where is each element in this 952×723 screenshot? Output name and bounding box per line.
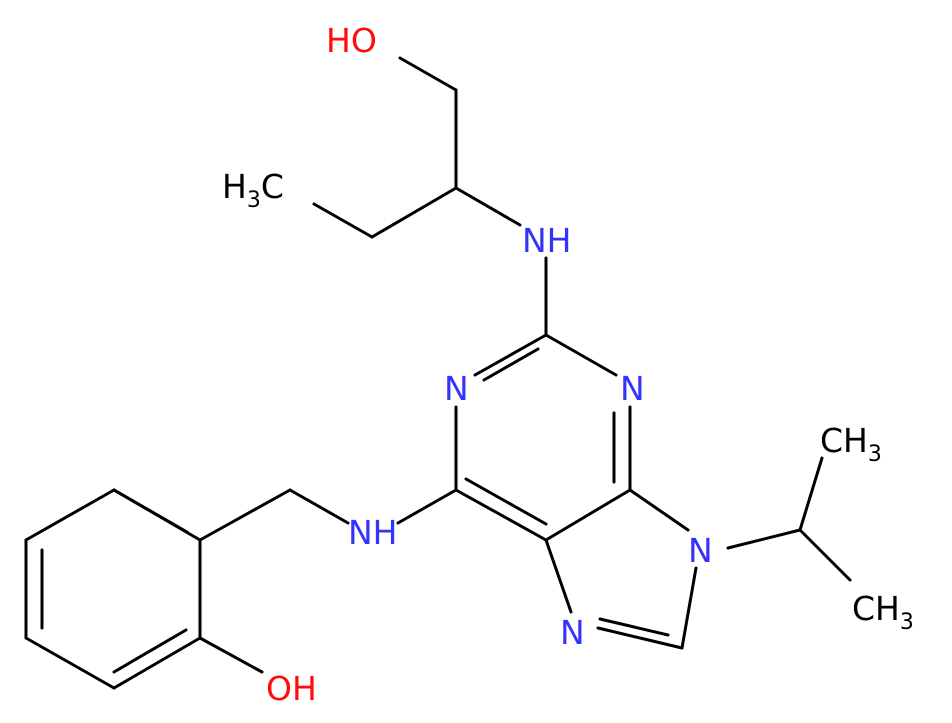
purine-n3-label: N <box>444 369 469 408</box>
amine-upper-label: NH <box>522 221 572 260</box>
bond-nh-ch2 <box>288 488 350 525</box>
hydroxyl-top-label: HO <box>326 21 377 60</box>
bond-ch-ch3-top <box>798 456 824 532</box>
isopropyl-ch3-bottom-label: CH3 <box>852 589 914 635</box>
bond-c2-n3-double <box>482 347 540 382</box>
bond-n9-ch <box>726 528 802 550</box>
bond-ch-ch2-ethyl <box>370 186 458 239</box>
bond-c8-n7 <box>596 626 684 650</box>
bond-ring-5 <box>112 636 202 690</box>
bond-ch2-ch3-ethyl <box>312 202 374 239</box>
bond-c4-nh <box>396 488 458 525</box>
bond-o-ch2 <box>398 56 458 92</box>
bond-ring-5-double <box>112 628 188 674</box>
purine-n9-label: N <box>688 531 713 570</box>
bond-c2-n3 <box>473 333 548 377</box>
isopropyl-ch3-top-label: CH3 <box>820 421 882 467</box>
bond-c4-c5 <box>454 488 548 542</box>
bond-c5-c6 <box>544 488 632 542</box>
amine-lower-label: NH <box>348 513 398 552</box>
bond-ch-nh <box>454 186 522 227</box>
bond-ch-ch3-bottom <box>798 528 852 582</box>
bond-n9-c8 <box>680 566 698 650</box>
bond-ring-4 <box>24 636 116 690</box>
bond-c8-n7-double <box>598 617 670 637</box>
bond-c6-n9 <box>628 488 690 532</box>
bond-ring-1-double <box>112 488 189 534</box>
purine-n1-label: N <box>620 369 645 408</box>
purine-n7-label: N <box>560 613 585 652</box>
bond-ch2-ring <box>198 488 292 542</box>
bond-layer <box>24 56 852 690</box>
phenol-oh-label: OH <box>266 669 317 708</box>
ethyl-methyl-label: H3C <box>222 167 284 213</box>
bond-n7-c5 <box>544 538 573 614</box>
bond-ring-2 <box>24 488 116 542</box>
bond-ring-oh <box>198 636 264 674</box>
bond-c4-c5-double <box>464 477 548 526</box>
atom-label-layer: HO H3C NH N N N N NH CH3 CH3 OH <box>222 21 914 708</box>
bond-c2-n1 <box>544 333 618 377</box>
